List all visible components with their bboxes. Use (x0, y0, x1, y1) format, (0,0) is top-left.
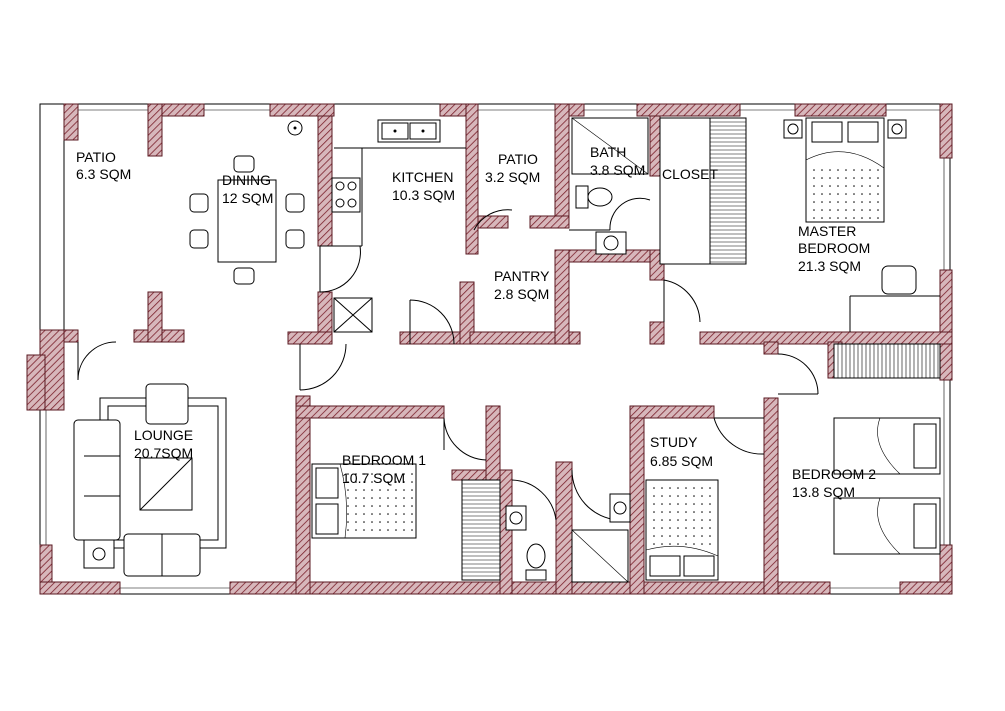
room-name-closet: CLOSET (662, 166, 718, 182)
desk-chair-icon (849, 265, 940, 332)
double-bed-icon (311, 117, 907, 581)
room-area-pantry: 2.8 SQM (494, 286, 549, 302)
door-swing-icon (77, 197, 819, 521)
sink-icon (377, 119, 441, 143)
single-bed-icon (833, 417, 941, 555)
room-name-study: STUDY (650, 434, 698, 450)
room-name-master-1: MASTER (798, 223, 856, 239)
sink-icon (505, 231, 631, 531)
kitchen-fixtures (331, 119, 466, 333)
room-area-lounge: 20.7SQM (134, 445, 193, 461)
room-name-bedroom1: BEDROOM 1 (342, 452, 426, 468)
room-name-patio-left: PATIO (76, 149, 116, 165)
room-name-pantry: PANTRY (494, 268, 550, 284)
room-area-bedroom2: 13.8 SQM (792, 484, 855, 500)
room-name-lounge: LOUNGE (134, 427, 193, 443)
room-name-master-2: BEDROOM (798, 240, 870, 256)
stair-icon (461, 117, 941, 581)
room-area-patio-small: 3.2 SQM (485, 169, 540, 185)
armchair-icon (83, 383, 189, 569)
room-area-bedroom1: 10.7 SQM (342, 470, 405, 486)
dining-table-icon (189, 120, 305, 285)
stove-icon (331, 177, 361, 213)
room-name-patio-small: PATIO (498, 151, 538, 167)
room-name-kitchen: KITCHEN (392, 169, 453, 185)
walls (26, 103, 953, 595)
room-area-patio-left: 6.3 SQM (76, 166, 131, 182)
room-area-kitchen: 10.3 SQM (392, 187, 455, 203)
shower-icon (571, 117, 649, 175)
room-area-study: 6.85 SQM (650, 453, 713, 469)
room-labels: PATIO 6.3 SQM DINING 12 SQM KITCHEN 10.3… (76, 144, 876, 500)
bath-fixtures (505, 117, 649, 583)
toilet-icon (525, 185, 613, 581)
room-name-bedroom2: BEDROOM 2 (792, 466, 876, 482)
room-area-master: 21.3 SQM (798, 258, 861, 274)
sofa-icon (73, 397, 227, 577)
room-name-dining: DINING (222, 172, 271, 188)
room-area-dining: 12 SQM (222, 190, 273, 206)
room-name-bath: BATH (590, 144, 626, 160)
room-area-bath: 3.8 SQM (590, 162, 645, 178)
